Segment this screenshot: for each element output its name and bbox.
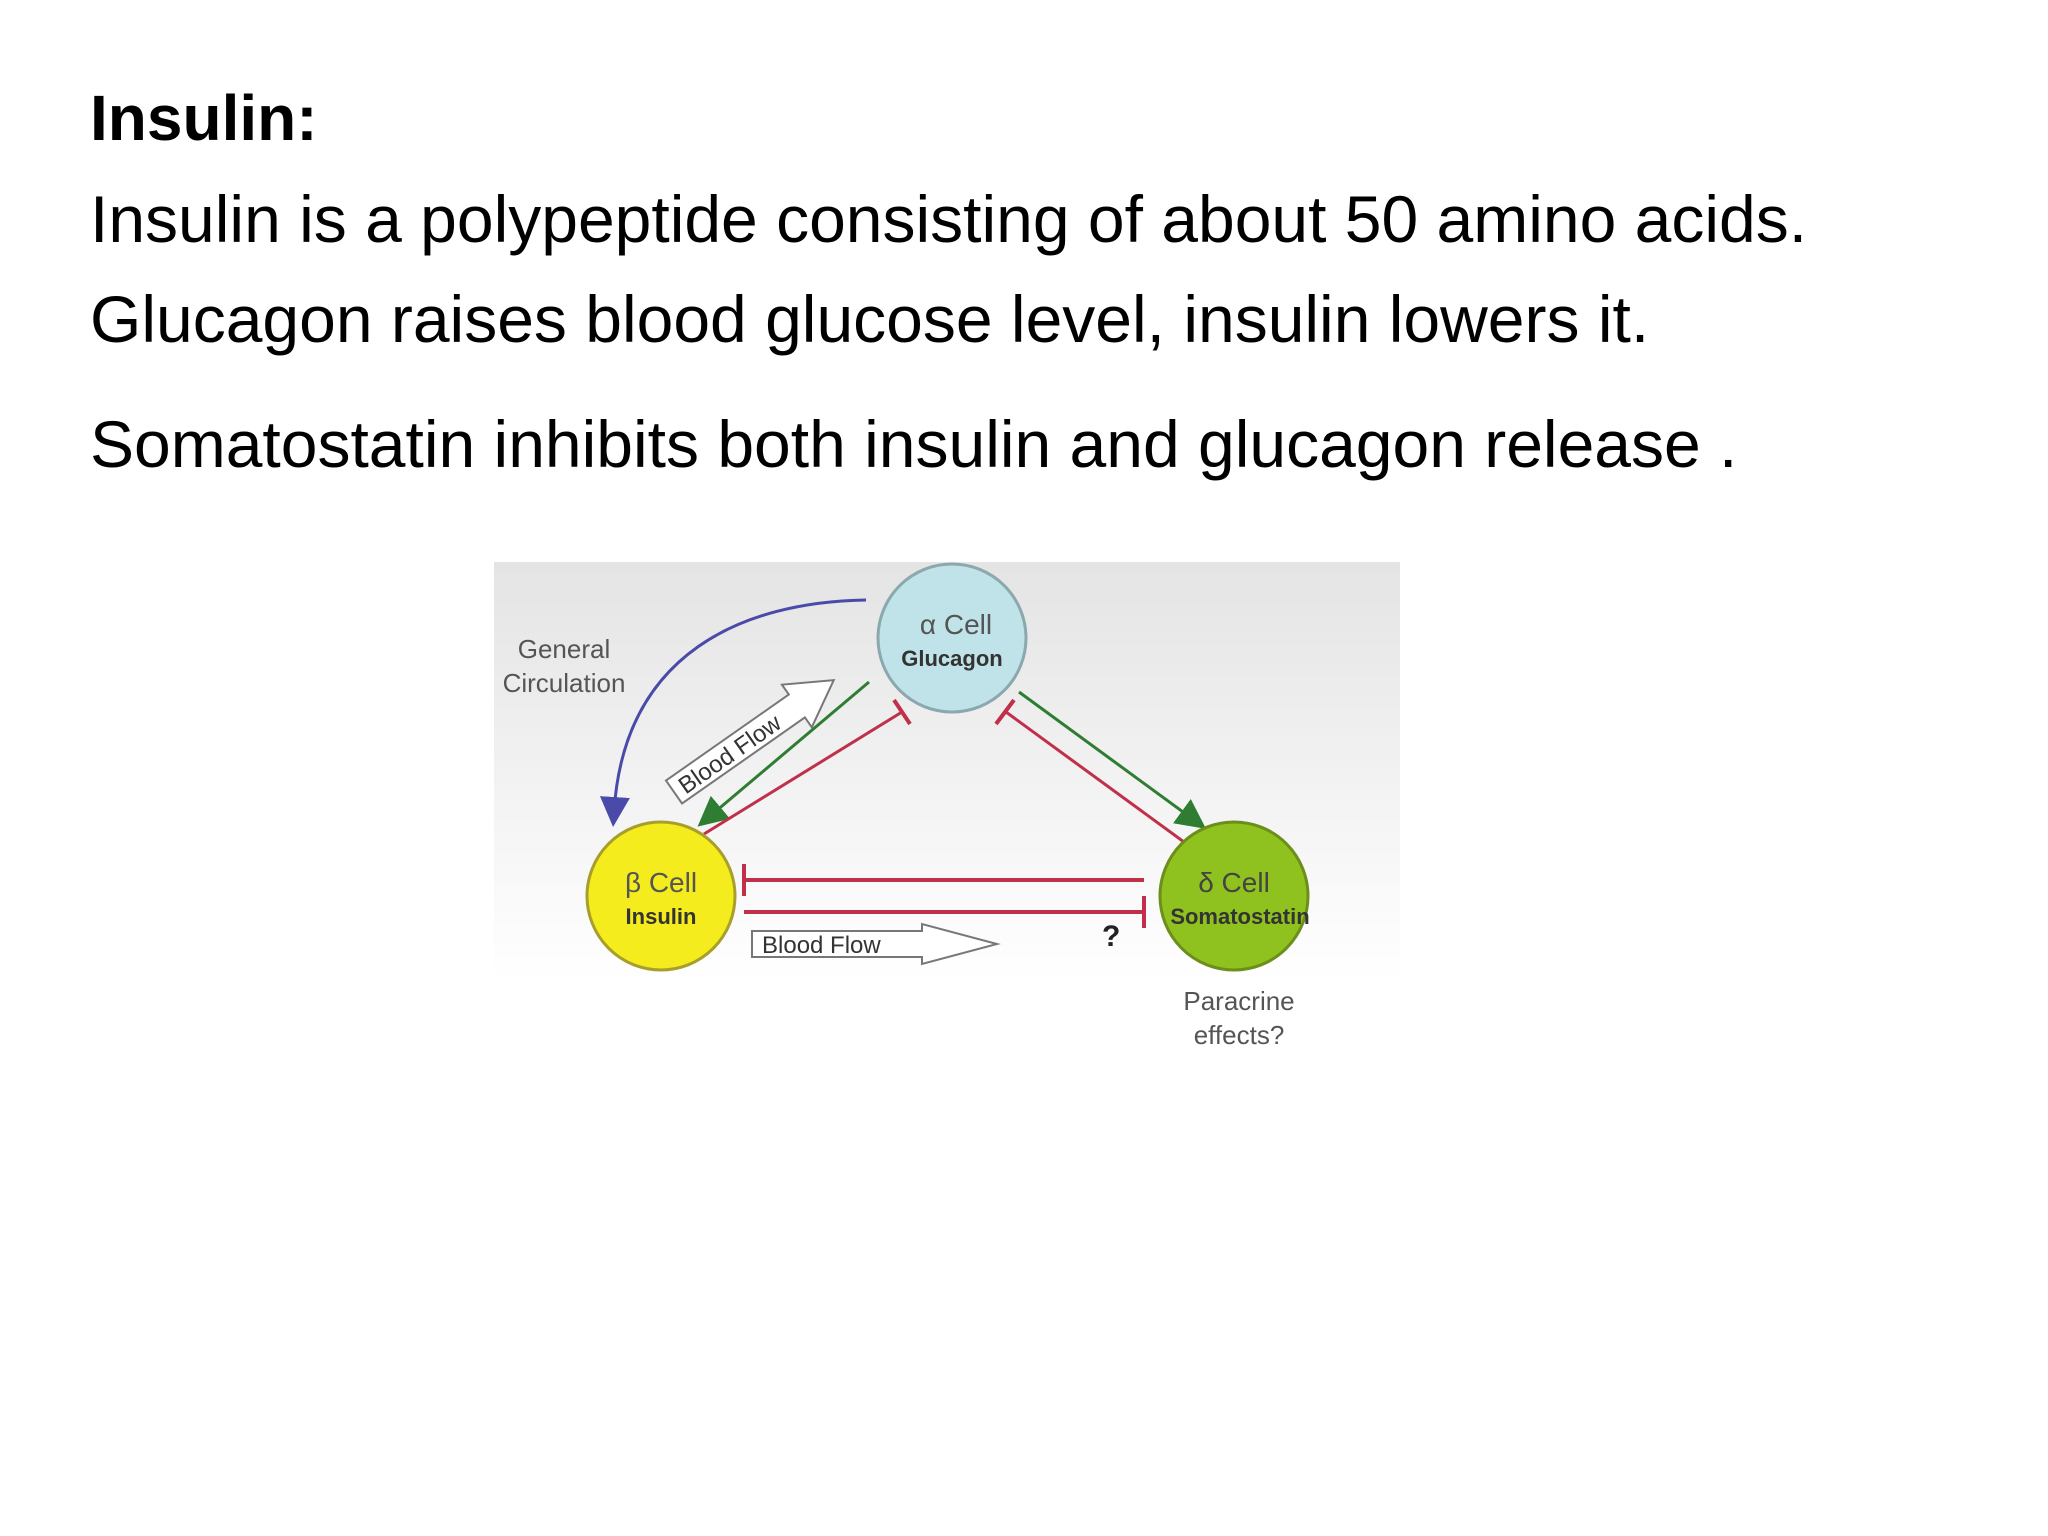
diagram-svg: General Circulation Blood Flow ?	[494, 562, 1400, 1050]
blood-flow-label-bottom: Blood Flow	[762, 932, 881, 959]
beta-cell-hormone: Insulin	[626, 904, 697, 929]
delta-cell: δ Cell Somatostatin	[1158, 820, 1310, 972]
text-line-somatostatin: Somatostatin inhibits both insulin and g…	[90, 407, 1738, 481]
blood-flow-arrow-bottom: Blood Flow	[751, 922, 1001, 966]
question-mark: ?	[1102, 920, 1120, 953]
general-circulation-arrow	[599, 598, 867, 827]
slide-heading: Insulin:	[90, 82, 318, 154]
islet-cell-diagram: General Circulation Blood Flow ?	[494, 562, 1400, 1062]
alpha-to-delta-stimulation	[1018, 690, 1207, 829]
text-line-insulin: Insulin is a polypeptide consisting of a…	[90, 182, 1808, 256]
alpha-to-beta-stimulation	[697, 680, 870, 827]
paracrine-label-1: Paracrine	[1183, 986, 1294, 1016]
beta-cell-title: β Cell	[625, 867, 697, 898]
delta-cell-title: δ Cell	[1198, 867, 1270, 898]
general-circulation-label-1: General	[518, 634, 611, 664]
paracrine-label-2: effects?	[1194, 1020, 1285, 1050]
delta-cell-hormone: Somatostatin	[1170, 904, 1309, 929]
alpha-cell-title: α Cell	[920, 609, 992, 640]
beta-cell: β Cell Insulin	[585, 820, 737, 972]
beta-to-alpha-inhibition	[703, 710, 903, 836]
alpha-cell-hormone: Glucagon	[901, 646, 1002, 671]
text-line-glucagon: Glucagon raises blood glucose level, ins…	[90, 282, 1650, 356]
delta-to-alpha-inhibition	[1005, 710, 1185, 844]
general-circulation-label-2: Circulation	[503, 668, 626, 698]
alpha-cell: α Cell Glucagon	[876, 562, 1028, 714]
